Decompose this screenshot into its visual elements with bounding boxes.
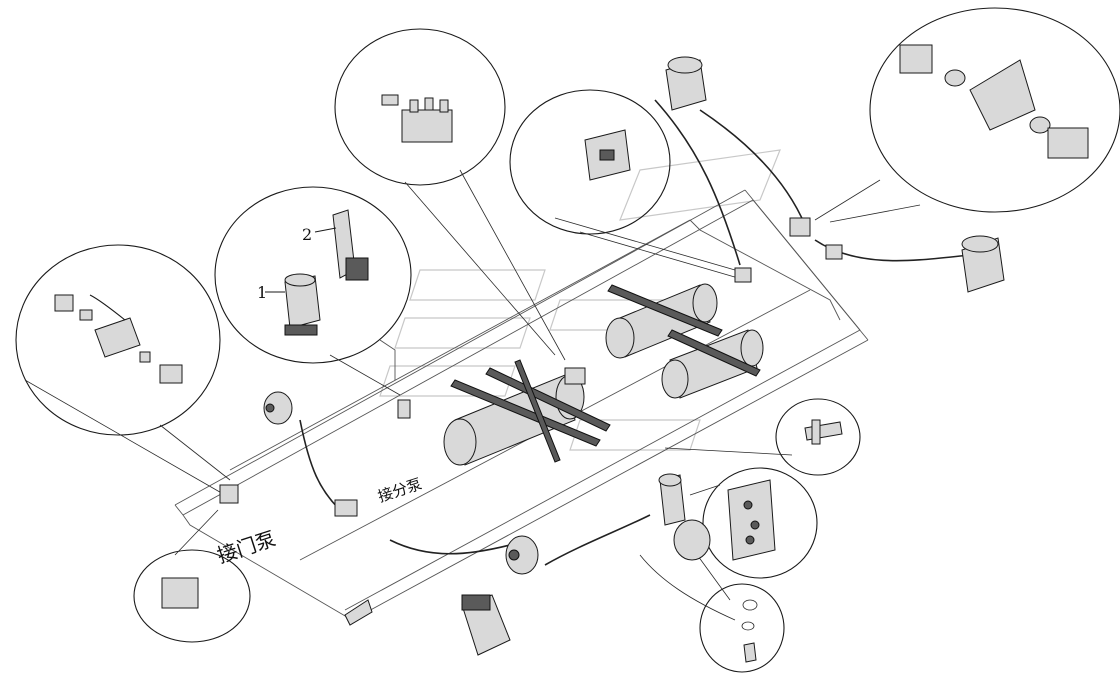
callout-solenoid-valves <box>214 186 412 364</box>
four-circuit-valve-part <box>381 94 453 143</box>
air-pipes <box>299 99 971 621</box>
callout-rear-relay-valves <box>869 7 1120 213</box>
callout-tee-fitting <box>775 398 861 476</box>
tee-fitting <box>804 421 843 441</box>
drain-seal-ring-2 <box>741 621 755 631</box>
wet-tank <box>673 519 711 561</box>
label-item-2: 2 <box>302 225 312 244</box>
leader-item-2 <box>314 227 337 233</box>
callout-four-circuit-valve <box>334 28 506 186</box>
callout-quick-release <box>133 549 251 643</box>
junction-valve <box>734 267 752 283</box>
dryer-valve-part <box>584 129 631 181</box>
callout-bubbles <box>15 7 1120 673</box>
relay-valve-middle <box>334 499 358 517</box>
drain-seal-ring-1 <box>742 599 758 611</box>
label-door-pump: 接门泵 <box>214 526 278 567</box>
rear-relay-valve-1 <box>789 217 811 237</box>
watermark <box>379 149 781 451</box>
four-circuit-valve-chassis <box>564 367 586 385</box>
drain-valve <box>743 642 757 663</box>
quick-release-valve <box>161 577 199 609</box>
callout-parts <box>54 44 1089 663</box>
mounting-bracket <box>727 479 776 561</box>
label-sub-pump: 接分泵 <box>376 475 424 506</box>
solenoid-valve-chassis <box>397 399 411 419</box>
rear-air-tank <box>661 329 764 399</box>
chassis-frame <box>174 189 869 621</box>
label-item-1: 1 <box>257 283 267 302</box>
leader-lines <box>24 169 921 601</box>
rear-relay-valve-parts <box>899 44 1089 159</box>
air-reservoirs <box>443 283 764 466</box>
hand-brake-valve <box>344 599 373 626</box>
rear-relay-valve-2 <box>825 244 843 260</box>
front-brake-chamber-right <box>505 535 539 575</box>
relay-valve-assembly <box>54 294 183 384</box>
callout-relay-valve-set <box>15 244 221 436</box>
front-brake-chamber-left <box>263 391 293 425</box>
front-air-tank <box>605 283 723 359</box>
callout-drain-valve <box>699 583 785 673</box>
callout-bracket <box>702 467 818 579</box>
callout-dryer-valve <box>509 89 671 235</box>
chassis-components <box>219 56 1005 656</box>
solenoid-valve-parts <box>284 209 369 336</box>
relay-valve-front <box>219 484 239 504</box>
main-air-tank <box>443 359 611 466</box>
